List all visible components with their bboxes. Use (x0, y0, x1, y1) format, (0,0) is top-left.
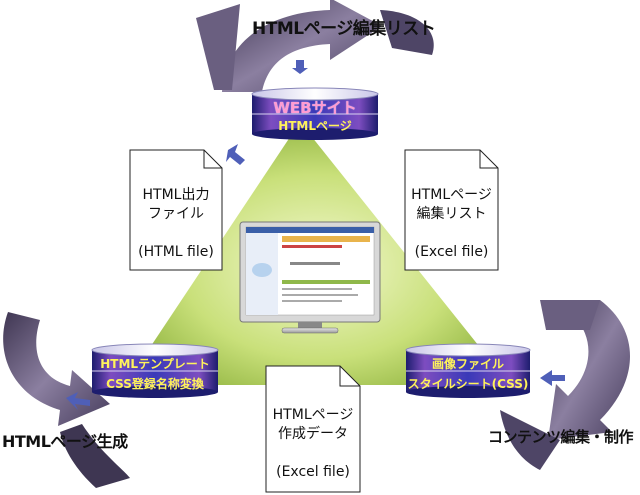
database-templates (91, 343, 219, 398)
template-label: HTMLテンプレート (100, 357, 210, 371)
monitor-icon (239, 221, 381, 334)
cycle-step-left-label: HTMLページ生成 (2, 432, 128, 451)
document-html-output (129, 149, 223, 271)
edit-list-line1: HTMLページ (411, 187, 492, 203)
edit-list-note: (Excel file) (414, 244, 489, 260)
css-mapping-label: CSS登録名称変換 (106, 377, 204, 391)
cycle-step-right-label: コンテンツ編集・制作 (488, 428, 634, 446)
html-output-line2: ファイル (148, 206, 204, 222)
creation-data-line1: HTMLページ (272, 407, 354, 423)
document-creation-data (265, 365, 361, 493)
html-output-line1: HTML出力 (142, 187, 210, 203)
document-edit-list (404, 149, 499, 271)
cycle-arrow-bottom-left (3, 312, 130, 488)
website-subtitle: HTMLページ (278, 119, 352, 133)
cycle-arrow-bottom-right (500, 300, 630, 470)
image-files-label: 画像ファイル (431, 357, 504, 371)
website-title: WEBサイト (273, 99, 357, 117)
edit-list-doc-text: HTMLページ 編集リスト (Excel file) (405, 186, 498, 262)
edit-list-line2: 編集リスト (416, 206, 487, 222)
database-website (251, 87, 379, 140)
creation-data-note: (Excel file) (276, 464, 350, 480)
database-assets (405, 343, 531, 398)
cycle-step-top-label: HTMLページ編集リスト (252, 19, 436, 39)
connector-arrows (66, 60, 565, 410)
creation-data-doc-text: HTMLページ 作成データ (Excel file) (266, 406, 360, 482)
creation-data-line2: 作成データ (278, 426, 348, 442)
html-output-doc-text: HTML出力 ファイル (HTML file) (130, 186, 222, 262)
cycle-arrow-top (196, 0, 434, 92)
html-output-note: (HTML file) (138, 244, 214, 260)
stylesheet-label: スタイルシート(CSS) (407, 377, 529, 391)
